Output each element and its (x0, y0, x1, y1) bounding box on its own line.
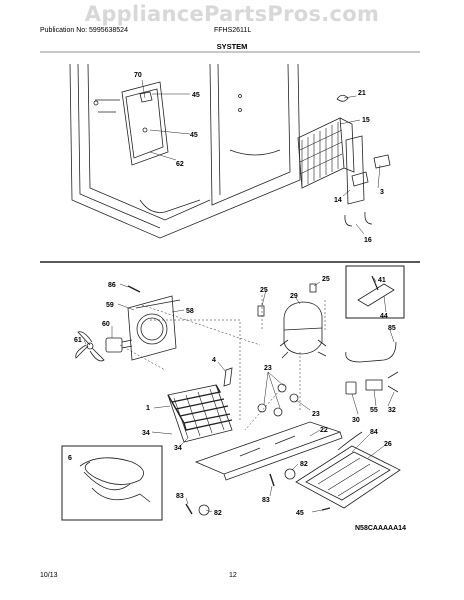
callout-45-lower: 45 (296, 510, 304, 517)
callout-55: 55 (370, 407, 378, 414)
diagram-code: N58CAAAAA14 (355, 525, 406, 532)
callout-1: 1 (146, 405, 150, 412)
callout-32: 32 (388, 407, 396, 414)
callout-82-right: 82 (300, 461, 308, 468)
screw-83a (185, 503, 193, 515)
callout-61: 61 (74, 337, 82, 344)
grommets-25 (257, 283, 317, 317)
screw-83b (269, 473, 275, 487)
foot-82b (198, 504, 210, 516)
callout-25-left: 25 (260, 287, 268, 294)
callout-21: 21 (358, 90, 366, 97)
tube-85 (345, 341, 397, 363)
callout-labels: 70 45 45 62 21 15 14 3 16 86 59 58 60 61… (68, 72, 396, 517)
compressor (279, 301, 327, 359)
callout-4: 4 (212, 357, 216, 364)
callout-70: 70 (134, 72, 142, 79)
callout-62: 62 (176, 161, 184, 168)
publication-number: Publication No: 5995638524 (40, 27, 128, 34)
callout-41: 41 (378, 277, 386, 284)
condenser-fittings (336, 94, 391, 227)
callout-45-middle: 45 (190, 132, 198, 139)
callout-59: 59 (106, 302, 114, 309)
callout-86: 86 (108, 282, 116, 289)
fan-blade (75, 331, 105, 362)
callout-16: 16 (364, 237, 372, 244)
callout-60: 60 (102, 321, 110, 328)
footer-date: 10/13 (40, 572, 58, 579)
watermark: AppliancePartsPros.com (84, 2, 380, 26)
callout-29: 29 (290, 293, 298, 300)
callout-34-left: 34 (142, 430, 150, 437)
callout-83-left: 83 (176, 493, 184, 500)
condenser-unit (297, 117, 355, 189)
fan-shroud (127, 295, 181, 361)
screw-45 (321, 507, 331, 511)
callout-44: 44 (380, 313, 388, 320)
callout-34-right: 34 (174, 445, 182, 452)
callout-25-right: 25 (322, 276, 330, 283)
callout-22: 22 (320, 427, 328, 434)
fan-motor (105, 337, 133, 353)
grommets-23 (257, 383, 299, 417)
callout-6: 6 (68, 455, 72, 462)
callout-23-lower: 23 (312, 411, 320, 418)
callout-14: 14 (334, 197, 342, 204)
leader-lines (83, 79, 395, 513)
section-title: SYSTEM (216, 42, 248, 51)
footer-page-number: 12 (229, 572, 237, 579)
callout-85: 85 (388, 325, 396, 332)
evaporator-cover (121, 81, 169, 166)
callout-26: 26 (384, 441, 392, 448)
callout-82-left: 82 (214, 510, 222, 517)
base-plate (194, 421, 343, 481)
inset-detail-box (345, 265, 405, 319)
callout-15: 15 (362, 117, 370, 124)
callout-23-upper: 23 (264, 365, 272, 372)
wire-84 (337, 431, 363, 451)
screw-86 (127, 285, 141, 293)
callout-3: 3 (380, 189, 384, 196)
condenser-coil (167, 384, 233, 443)
foot-82a (284, 468, 296, 480)
cabinet-liner (69, 63, 301, 239)
callout-45-upper: 45 (192, 92, 200, 99)
part-4 (223, 367, 233, 387)
drain-pan (295, 445, 401, 509)
model-number: FFHS2611L (214, 27, 252, 34)
callout-58: 58 (186, 308, 194, 315)
callout-83-right: 83 (262, 497, 270, 504)
assembly-guides (119, 295, 326, 431)
relay-overload (345, 371, 399, 395)
callout-84: 84 (370, 429, 378, 436)
callout-30: 30 (352, 417, 360, 424)
wire-harness-box (61, 445, 163, 521)
